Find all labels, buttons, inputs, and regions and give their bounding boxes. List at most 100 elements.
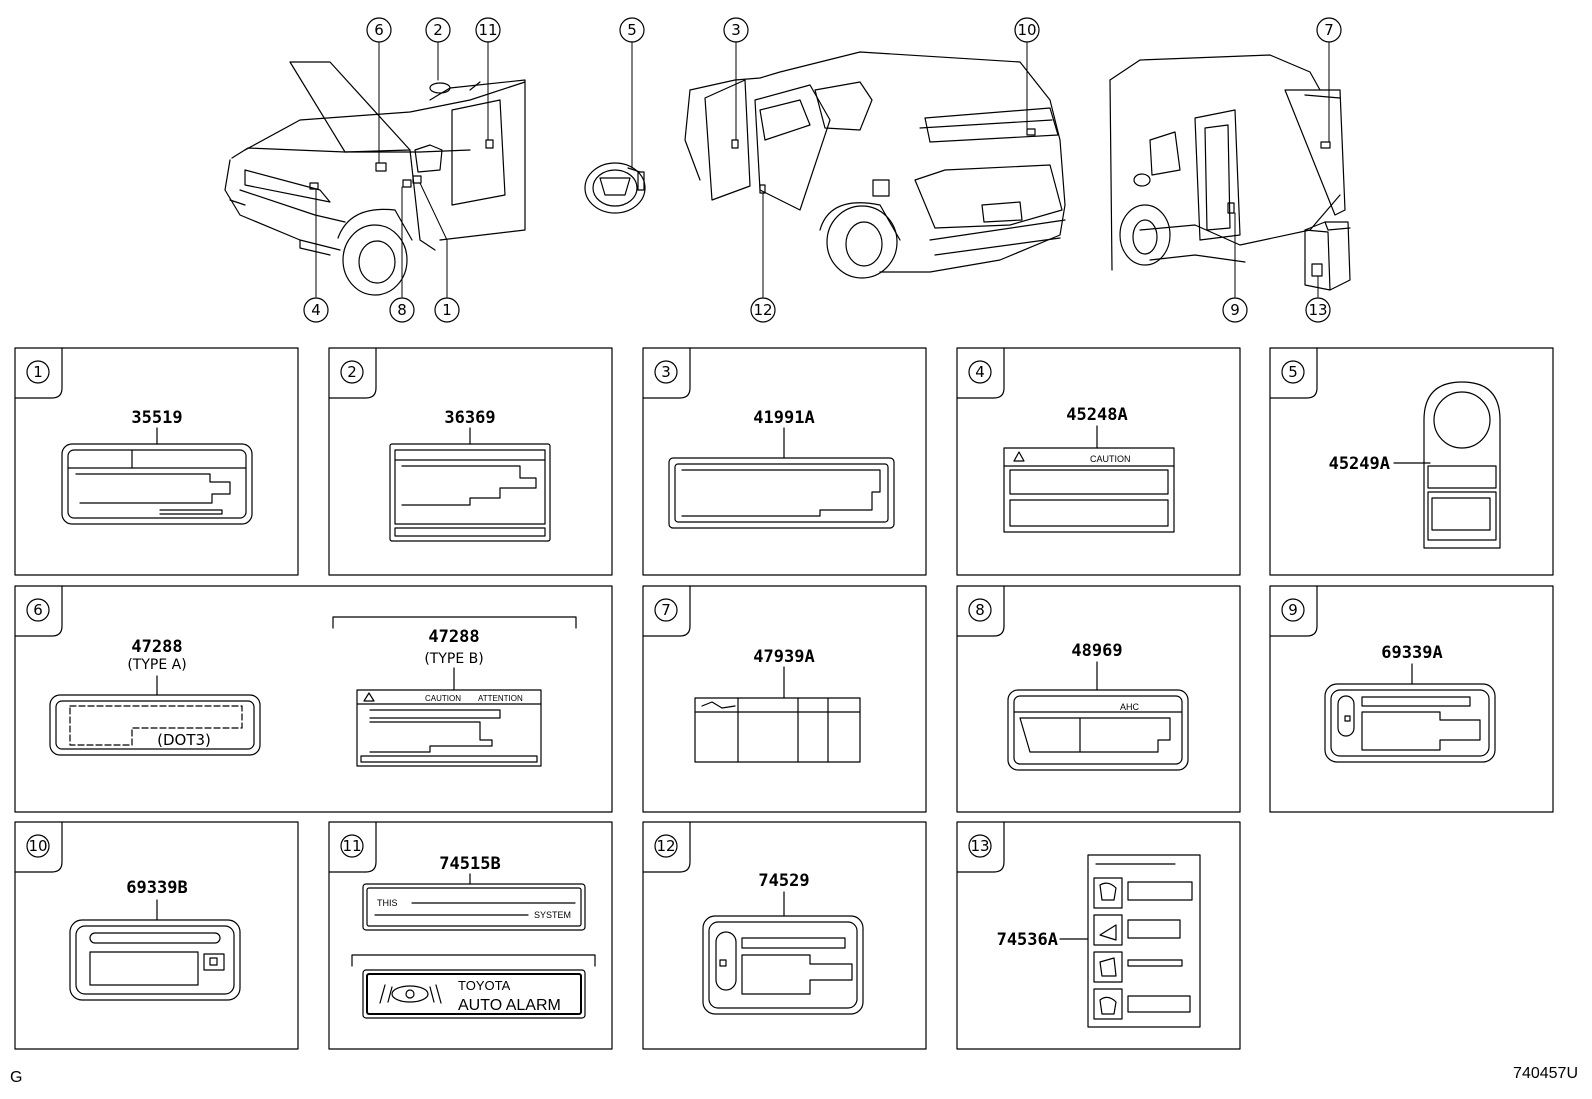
part-number: 48969 <box>1071 641 1122 661</box>
steering-wheel-illustration <box>584 162 646 214</box>
vehicle-rear-illustration <box>684 51 1066 279</box>
label-text: SYSTEM <box>534 910 571 920</box>
callout-9 <box>1222 297 1248 323</box>
panel-number: 3 <box>661 363 671 381</box>
callout-12 <box>750 297 776 323</box>
part-number: 45249A <box>1329 454 1390 474</box>
label-text: THIS <box>377 898 398 908</box>
vehicle-rear-hatch-illustration <box>1109 54 1351 291</box>
panel-number: 8 <box>975 601 985 619</box>
label-41991A <box>668 427 895 529</box>
panel-13 <box>956 821 1241 1050</box>
label-text: ATTENTION <box>478 694 523 703</box>
label-74529 <box>702 891 864 1015</box>
callout-5 <box>619 17 645 43</box>
callout-2 <box>425 17 451 43</box>
panel-5 <box>1269 347 1554 576</box>
panel-number: 11 <box>342 837 361 855</box>
callout-number: 8 <box>397 301 407 319</box>
callout-number: 12 <box>753 301 772 319</box>
panel-number: 13 <box>970 837 989 855</box>
part-number: 74515B <box>439 854 500 874</box>
panel-number: 6 <box>33 601 43 619</box>
panel-11 <box>328 821 613 1050</box>
type-caption: (TYPE A) <box>127 657 186 673</box>
label-45248A <box>1003 425 1175 533</box>
callout-13 <box>1305 297 1331 323</box>
callout-8 <box>389 297 415 323</box>
footer-left-code: G <box>10 1069 22 1086</box>
label-74536A <box>1059 854 1201 1028</box>
label-text: CAUTION <box>1090 454 1131 464</box>
callout-number: 11 <box>478 21 497 39</box>
label-text: AUTO ALARM <box>458 997 561 1014</box>
callout-number: 6 <box>374 21 384 39</box>
callout-number: 10 <box>1017 21 1036 39</box>
part-number: 47939A <box>753 647 814 667</box>
callout-4 <box>303 297 329 323</box>
illustration-number: 740457U <box>1513 1065 1578 1082</box>
part-number: 69339B <box>126 878 187 898</box>
label-45249A <box>1393 381 1501 549</box>
label-text: AHC <box>1120 702 1140 712</box>
callout-number: 1 <box>442 301 452 319</box>
label-36369 <box>389 427 551 542</box>
panel-number: 10 <box>28 837 47 855</box>
label-69339A <box>1324 663 1496 763</box>
callout-circles <box>303 17 1342 323</box>
label-48969 <box>1007 661 1189 771</box>
callout-10 <box>1014 17 1040 43</box>
label-text: (DOT3) <box>157 731 211 749</box>
panel-10 <box>14 821 299 1050</box>
label-47288-type-a <box>49 675 261 756</box>
callout-number: 9 <box>1230 301 1240 319</box>
part-number: 47288 <box>428 627 479 647</box>
panel-2 <box>328 347 613 576</box>
vehicle-front-illustration <box>224 61 526 296</box>
callout-number: 7 <box>1324 21 1334 39</box>
callout-1 <box>434 297 460 323</box>
callout-leaders <box>315 41 1330 298</box>
panel-number: 4 <box>975 363 985 381</box>
part-number: 47288 <box>131 637 182 657</box>
callout-number: 3 <box>731 21 741 39</box>
panel-number: 5 <box>1288 363 1298 381</box>
label-text: TOYOTA <box>458 978 511 993</box>
callout-number: 13 <box>1308 301 1327 319</box>
panel-7 <box>642 585 927 813</box>
part-number: 45248A <box>1066 405 1127 425</box>
callout-7 <box>1316 17 1342 43</box>
panel-8 <box>956 585 1241 813</box>
callout-number: 4 <box>311 301 321 319</box>
callout-number: 2 <box>433 21 443 39</box>
panel-tabs <box>14 347 1318 873</box>
panel-number: 9 <box>1288 601 1298 619</box>
part-number: 74536A <box>997 930 1058 950</box>
panel-frames <box>14 347 1554 1050</box>
panel-number: 2 <box>347 363 357 381</box>
panel-1 <box>14 347 299 576</box>
panel-number: 12 <box>656 837 675 855</box>
panel-number: 7 <box>661 601 671 619</box>
label-47939A <box>694 666 861 763</box>
callout-3 <box>723 17 749 43</box>
label-35519 <box>61 427 253 525</box>
label-69339B <box>69 899 241 1001</box>
panel-number: 1 <box>33 363 43 381</box>
callout-6 <box>366 17 392 43</box>
part-number: 74529 <box>758 871 809 891</box>
panel-6 <box>14 585 613 813</box>
callout-number: 5 <box>627 21 637 39</box>
panel-12 <box>642 821 927 1050</box>
panel-4 <box>956 347 1241 576</box>
part-number: 69339A <box>1381 643 1442 663</box>
label-74515B <box>351 873 596 1019</box>
part-number: 36369 <box>444 408 495 428</box>
label-text: CAUTION <box>425 694 461 703</box>
label-47288-type-b <box>332 616 577 767</box>
panel-9 <box>1269 585 1554 813</box>
part-number: 41991A <box>753 408 814 428</box>
callout-11 <box>475 17 501 43</box>
part-number: 35519 <box>131 408 182 428</box>
